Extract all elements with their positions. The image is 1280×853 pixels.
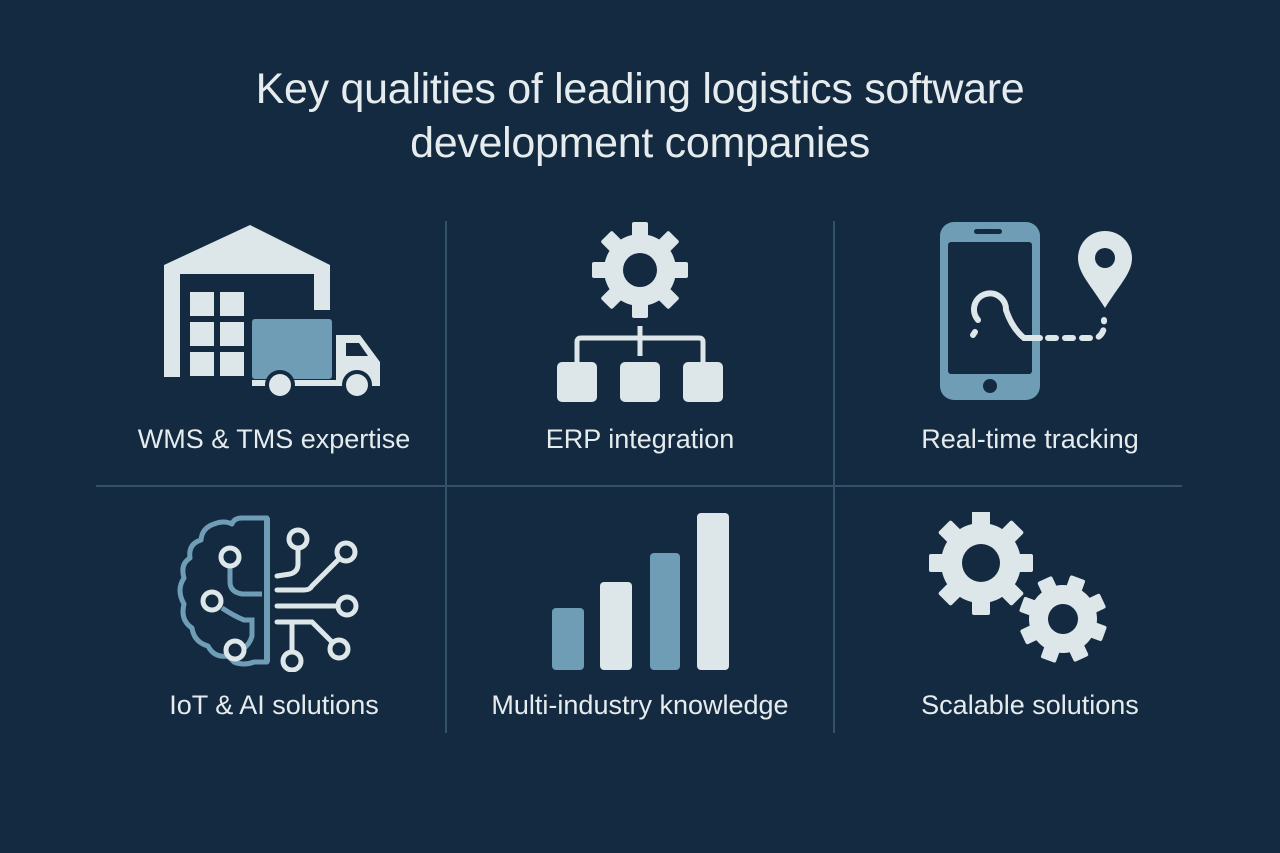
title-line-2: development companies	[410, 119, 870, 167]
quality-card-tracking: Real-time tracking	[840, 218, 1220, 458]
quality-card-multi-industry: Multi-industry knowledge	[450, 512, 830, 732]
title-line-1: Key qualities of leading logistics softw…	[255, 65, 1025, 113]
quality-label: Real-time tracking	[921, 424, 1139, 454]
quality-card-scalable: Scalable solutions	[840, 512, 1220, 732]
quality-label: Multi-industry knowledge	[491, 690, 789, 720]
quality-label: Scalable solutions	[921, 690, 1139, 720]
quality-card-wms-tms: WMS & TMS expertise	[84, 222, 464, 462]
brain-circuit-icon	[177, 515, 359, 672]
quality-label: WMS & TMS expertise	[137, 424, 411, 454]
quality-label: ERP integration	[545, 424, 735, 454]
quality-card-iot-ai: IoT & AI solutions	[84, 512, 464, 732]
quality-label: IoT & AI solutions	[169, 690, 379, 720]
gear-hierarchy-icon	[557, 222, 723, 402]
quality-card-erp: ERP integration	[450, 218, 830, 458]
vertical-divider-left	[445, 221, 447, 733]
gears-icon	[929, 512, 1107, 663]
vertical-divider-right	[833, 221, 835, 733]
page-title: Key qualities of leading logistics softw…	[0, 62, 1280, 170]
bar-chart-icon	[552, 513, 729, 670]
warehouse-truck-icon	[164, 225, 380, 400]
phone-location-icon	[940, 222, 1132, 400]
horizontal-divider	[96, 485, 1182, 487]
